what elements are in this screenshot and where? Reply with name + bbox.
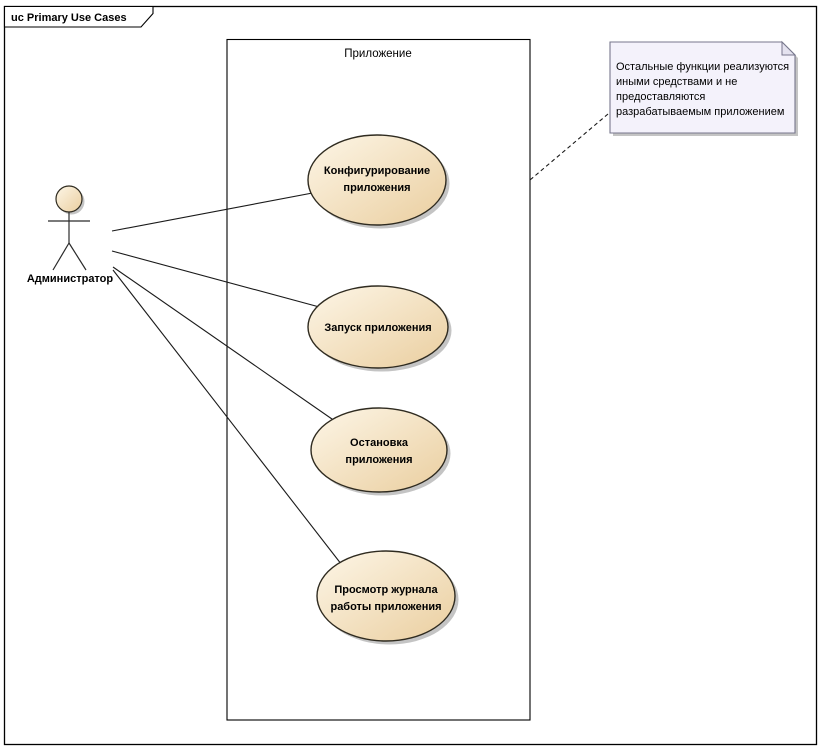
use-case-configure-app[interactable]: Конфигурирование приложения: [307, 134, 450, 229]
use-case-ellipse: [307, 285, 449, 369]
frame-tab[interactable]: [3, 5, 154, 28]
use-case-ellipse: [310, 407, 448, 493]
use-case-label: Конфигурирование: [324, 165, 430, 177]
system-boundary-label: Приложение: [344, 48, 411, 60]
note-text-line: предоставляются: [616, 91, 705, 103]
use-case-ellipse: [307, 134, 447, 226]
association-stop[interactable]: [112, 266, 356, 436]
association-viewlog[interactable]: [112, 269, 353, 579]
use-case-label: Запуск приложения: [324, 322, 431, 334]
use-case-ellipse: [316, 550, 456, 642]
system-boundary[interactable]: [226, 38, 531, 721]
use-case-start-app[interactable]: Запуск приложения: [307, 285, 452, 372]
use-case-label: работы приложения: [330, 601, 441, 613]
actor-administrator[interactable]: [48, 185, 90, 271]
use-case-label: Остановка: [350, 437, 409, 449]
actor-label: Администратор: [27, 273, 114, 285]
actor-head: [55, 185, 83, 213]
use-case-label: приложения: [345, 454, 412, 466]
note-link-connector[interactable]: [529, 113, 609, 181]
actor-left-leg: [52, 242, 70, 271]
use-case-view-log[interactable]: Просмотр журнала работы приложения: [316, 550, 459, 645]
note-text-line: иными средствами и не: [616, 76, 737, 88]
note[interactable]: [609, 41, 796, 134]
actor-right-leg: [68, 242, 87, 271]
note-text-line: разрабатываемым приложением: [616, 106, 784, 118]
use-case-stop-app[interactable]: Остановка приложения: [310, 407, 451, 496]
frame-title: uc Primary Use Cases: [11, 12, 127, 24]
note-text-line: Остальные функции реализуются: [616, 61, 789, 73]
note-fold-corner-icon: [781, 40, 797, 56]
use-case-label: приложения: [343, 182, 410, 194]
use-case-label: Просмотр журнала: [334, 584, 438, 596]
